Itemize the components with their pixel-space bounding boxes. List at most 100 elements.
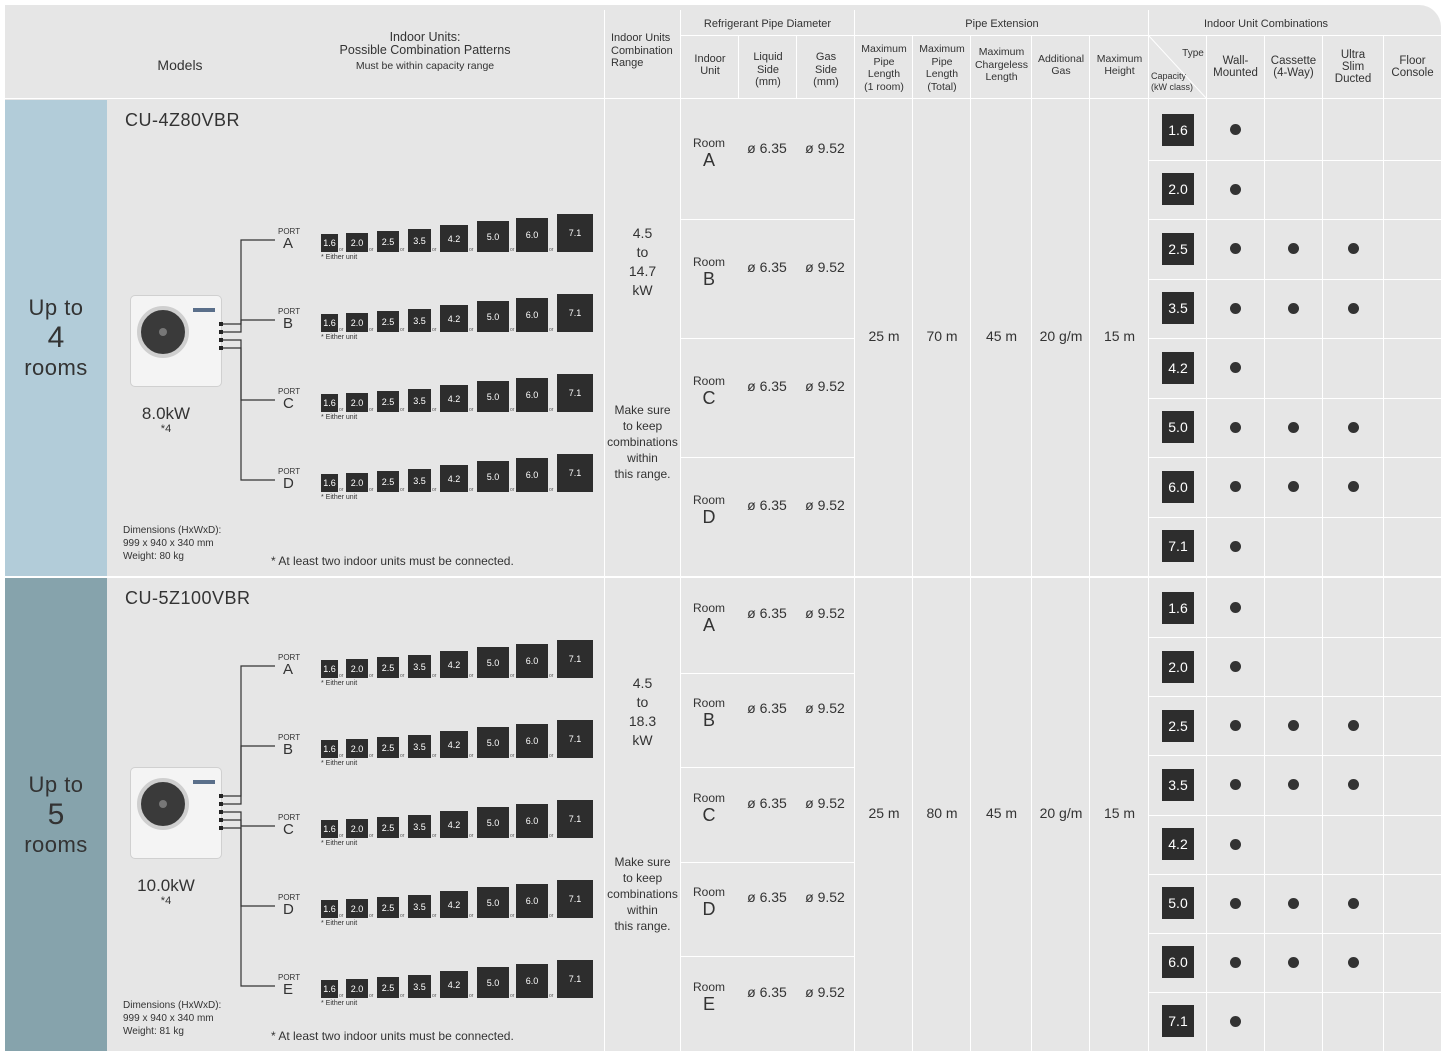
compatible-dot-icon — [1230, 956, 1241, 968]
room-word: Room — [692, 492, 725, 507]
port-connector-icon — [219, 810, 223, 814]
liquid-diameter: ø 6.35 — [747, 605, 787, 622]
capacity-box: 7.1 — [557, 214, 593, 252]
band-top-label: Up to — [28, 295, 84, 320]
compatible-dot-icon — [1347, 956, 1359, 968]
pipe-connectors — [219, 239, 275, 481]
or-label: or — [400, 833, 405, 839]
compatible-dot-icon — [1230, 720, 1241, 732]
or-label: or — [510, 913, 515, 919]
room-divider — [681, 767, 854, 769]
capacity-class: 4.2 — [1162, 351, 1194, 384]
capacity-box: 6.0 — [516, 218, 548, 252]
header-indoor-unit: Indoor Unit — [694, 52, 726, 78]
compatible-dot-icon — [1288, 956, 1299, 968]
capacity-box: 6.0 — [516, 724, 548, 758]
or-label: or — [339, 247, 344, 253]
outdoor-unit-image — [131, 296, 221, 386]
port-connector-icon — [219, 346, 223, 350]
either-unit-note: * Either unit — [321, 760, 358, 767]
capacity-footnote: *4 — [160, 423, 172, 435]
or-label: or — [432, 753, 437, 759]
range-note: Make sure to keep combinations within th… — [607, 403, 678, 481]
spec-additional-gas: 20 g/m — [1039, 804, 1083, 821]
liquid-diameter: ø 6.35 — [747, 983, 787, 1000]
or-label: or — [339, 753, 344, 759]
or-label: or — [339, 407, 344, 413]
room-divider — [681, 861, 854, 863]
capacity-box: 1.6 — [321, 474, 338, 492]
either-unit-note: * Either unit — [321, 254, 358, 261]
pipe-line — [221, 665, 275, 797]
combination-divider — [1149, 457, 1441, 458]
either-unit-note: * Either unit — [321, 920, 358, 927]
capacity-box: 2.5 — [377, 737, 399, 758]
compatible-dot-icon — [1230, 779, 1241, 791]
compatible-dot-icon — [1230, 540, 1241, 552]
gas-diameter: ø 9.52 — [805, 258, 845, 275]
gas-diameter: ø 9.52 — [805, 377, 845, 394]
compatible-dot-icon — [1347, 421, 1359, 433]
pipe-line — [221, 745, 275, 805]
header-pipe-extension: Pipe Extension — [965, 17, 1039, 30]
header-additional-gas: Additional Gas — [1037, 52, 1085, 78]
or-label: or — [400, 247, 405, 253]
band-bottom-label: rooms — [24, 831, 88, 857]
port-label: PORT — [278, 467, 301, 476]
or-label: or — [510, 247, 515, 253]
or-label: or — [469, 327, 474, 333]
header-max-height: Maximum Height — [1096, 52, 1143, 78]
or-label: or — [510, 753, 515, 759]
or-label: or — [549, 913, 554, 919]
port-label: PORT — [278, 893, 301, 902]
or-label: or — [369, 993, 374, 999]
gas-diameter: ø 9.52 — [805, 699, 845, 716]
port-connector-icon — [219, 826, 223, 830]
capacity-box: 1.6 — [321, 980, 338, 998]
spec-max-len-total: 80 m — [926, 804, 958, 821]
room-divider — [681, 956, 854, 958]
or-label: or — [369, 673, 374, 679]
port-letter: A — [283, 235, 294, 252]
capacity-box: 5.0 — [477, 221, 509, 252]
capacity-box: 3.5 — [408, 975, 431, 998]
header-chargeless-length: Maximum Chargeless Length — [974, 46, 1029, 84]
room-letter: B — [702, 709, 715, 730]
combination-divider — [1149, 873, 1441, 875]
or-label: or — [432, 487, 437, 493]
connection-note: * At least two indoor units must be conn… — [271, 1029, 514, 1043]
header-patterns-sub: Must be within capacity range — [355, 59, 495, 72]
room-word: Room — [692, 695, 725, 710]
compatible-dot-icon — [1230, 183, 1241, 195]
capacity-box: 6.0 — [516, 804, 548, 838]
combination-divider — [1149, 338, 1441, 339]
compatible-dot-icon — [1347, 302, 1359, 314]
port-label: PORT — [278, 653, 301, 662]
or-label: or — [510, 487, 515, 493]
combination-divider — [1149, 932, 1441, 934]
room-letter: B — [702, 268, 715, 289]
room-letter: D — [702, 506, 716, 527]
capacity-box: 2.5 — [377, 817, 399, 838]
either-unit-note: * Either unit — [321, 680, 358, 687]
capacity-box: 2.0 — [346, 659, 368, 678]
outdoor-capacity: 8.0kW — [141, 404, 191, 423]
port-letter: C — [283, 395, 294, 412]
compatible-dot-icon — [1347, 897, 1359, 909]
compatible-dot-icon — [1347, 779, 1359, 791]
capacity-box: 3.5 — [408, 229, 431, 252]
port-connector-icon — [219, 802, 223, 806]
room-word: Room — [692, 979, 725, 994]
spec-chargeless: 45 m — [985, 328, 1018, 344]
port-letter: A — [283, 661, 294, 678]
capacity-box: 2.0 — [346, 313, 368, 332]
capacity-box: 3.5 — [408, 389, 431, 412]
or-label: or — [432, 327, 437, 333]
liquid-diameter: ø 6.35 — [747, 139, 787, 156]
port-letter: D — [283, 901, 294, 918]
